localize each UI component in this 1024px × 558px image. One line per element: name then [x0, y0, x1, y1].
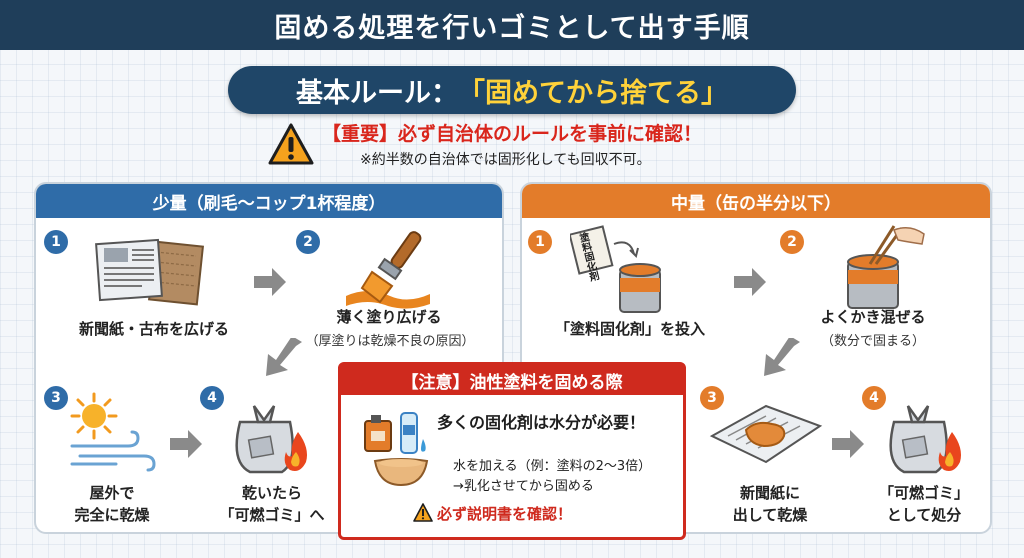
page-title: 固める処理を行いゴミとして出す手順 [0, 0, 1024, 50]
medium-step-1-number: 1 [528, 230, 552, 254]
medium-step-2-label: よくかき混ぜる [820, 308, 926, 326]
oil-paint-notice-box: 【注意】油性塗料を固める際 多くの固化剤は水分が必要！ 水を加える（例：塗料の2… [338, 362, 686, 540]
medium-step-2-sub: （数分で固まる） [820, 334, 925, 349]
small-step-1-label: 新聞紙・古布を広げる [78, 320, 229, 338]
arrow-right-icon [170, 430, 202, 458]
medium-step-4-label-line-1: 「可燃ゴミ」 [878, 484, 969, 502]
trash-bag-fire-icon [235, 405, 307, 474]
notice-line-water-needed: 多くの固化剤は水分が必要！ [437, 413, 646, 432]
medium-step-4-label-line-2: として処分 [886, 506, 962, 524]
medium-step-2-number: 2 [780, 230, 804, 254]
medium-step-3-label-line-2: 出して乾燥 [732, 506, 808, 524]
important-footnote: ※約半数の自治体では固形化しても回収不可。 [360, 152, 651, 168]
notice-line-add-water: 水を加える（例：塗料の2〜3倍） [453, 459, 652, 474]
medium-step-1-label: 「塗料固化剤」を投入 [554, 320, 705, 338]
stirring-can-icon [847, 225, 925, 309]
small-quantity-heading: 少量（刷毛〜コップ1杯程度） [36, 184, 502, 218]
medium-step-3-label-line-1: 新聞紙に [739, 484, 800, 502]
notice-line-check-manual: 必ず説明書を確認！ [437, 505, 573, 523]
notice-line-emulsify: →乳化させてから固める [453, 479, 594, 494]
arrow-diagonal-icon [266, 338, 302, 376]
newspaper-cloth-icon [95, 238, 204, 306]
medium-quantity-heading: 中量（缶の半分以下） [522, 184, 990, 218]
small-step-2-label: 薄く塗り広げる [336, 308, 442, 326]
newspaper-solid-paint-icon [709, 404, 823, 464]
arrow-right-icon [734, 268, 766, 296]
paintbrush-icon [346, 231, 430, 309]
small-step-2-sub: （厚塗りは乾燥不良の原因） [305, 334, 475, 349]
small-step-3-number: 3 [44, 386, 68, 410]
small-step-2-number: 2 [296, 230, 320, 254]
small-step-4-label-line-2: 「可燃ゴミ」へ [219, 506, 325, 524]
warning-icon [268, 123, 314, 165]
small-step-4-label-line-1: 乾いたら [241, 484, 302, 502]
important-notice: 【重要】必ず自治体のルールを事前に確認！ [322, 123, 703, 145]
small-step-3-label-line-2: 完全に乾燥 [74, 506, 150, 524]
materials-icon [364, 412, 429, 487]
small-step-4-number: 4 [200, 386, 224, 410]
small-step-3-label-line-1: 屋外で [89, 484, 135, 502]
solidifier-can-icon [570, 225, 661, 313]
arrow-right-icon [254, 268, 286, 296]
basic-rule-banner: 基本ルール： 「固めてから捨てる」 [228, 66, 796, 114]
small-step-1-number: 1 [44, 230, 68, 254]
notice-heading: 【注意】油性塗料を固める際 [341, 365, 683, 395]
trash-bag-fire-icon [889, 405, 961, 474]
arrow-diagonal-icon [764, 338, 800, 376]
sun-wind-icon [70, 392, 156, 472]
basic-rule-highlight: 「固めてから捨てる」 [458, 77, 728, 109]
basic-rule-prefix: 基本ルール： [296, 77, 458, 109]
warning-icon-small [413, 503, 433, 522]
medium-step-4-number: 4 [862, 386, 886, 410]
arrow-right-icon [832, 430, 864, 458]
medium-step-3-number: 3 [700, 386, 724, 410]
small-quantity-panel: 少量（刷毛〜コップ1杯程度） [34, 182, 504, 534]
